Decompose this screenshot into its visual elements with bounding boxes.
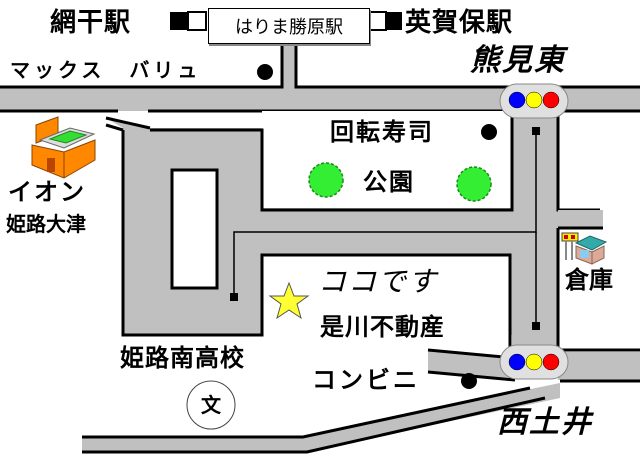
landmark-high-school: 姫路南高校 — [120, 344, 245, 372]
school-symbol: 文 — [201, 393, 221, 417]
school-icon — [186, 380, 236, 430]
station-label-agaho: 英賀保駅 — [405, 8, 514, 38]
railway-track — [170, 11, 402, 31]
warehouse-icon — [561, 232, 608, 265]
road-right — [512, 111, 558, 351]
landmark-dot-icon — [257, 64, 273, 80]
station-label-harima-katsuhara: はりま勝原駅 — [208, 8, 370, 44]
road-left-complex — [105, 111, 640, 383]
road-bottom — [82, 348, 560, 454]
area-label-kumami-higashi: 熊見東 — [470, 43, 566, 78]
landmark-park: 公園 — [363, 168, 415, 196]
landmark-dot-icon — [461, 373, 477, 389]
area-label-nishi-tsuchii: 西土井 — [497, 405, 593, 440]
station-label-aboshi: 網干駅 — [50, 8, 132, 38]
star-icon — [268, 281, 310, 320]
tree-icon — [456, 166, 492, 202]
destination-name: 是川不動産 — [320, 313, 445, 341]
landmark-convenience-store: コンビニ — [312, 366, 420, 394]
shopping-mall-icon — [31, 116, 96, 179]
traffic-light-icon — [499, 344, 569, 380]
landmark-warehouse: 倉庫 — [565, 266, 613, 294]
destination-marker-text: ココです — [318, 265, 439, 298]
station-name: はりま勝原駅 — [235, 17, 343, 38]
landmark-dot-icon — [481, 124, 497, 140]
landmark-aeon-location: 姫路大津 — [6, 212, 86, 236]
landmark-max-valu: マックス バリュ — [10, 58, 202, 82]
tree-icon — [308, 162, 344, 198]
landmark-aeon: イオン — [8, 178, 86, 206]
landmark-kaiten-sushi: 回転寿司 — [330, 118, 434, 146]
traffic-light-icon — [499, 83, 569, 119]
